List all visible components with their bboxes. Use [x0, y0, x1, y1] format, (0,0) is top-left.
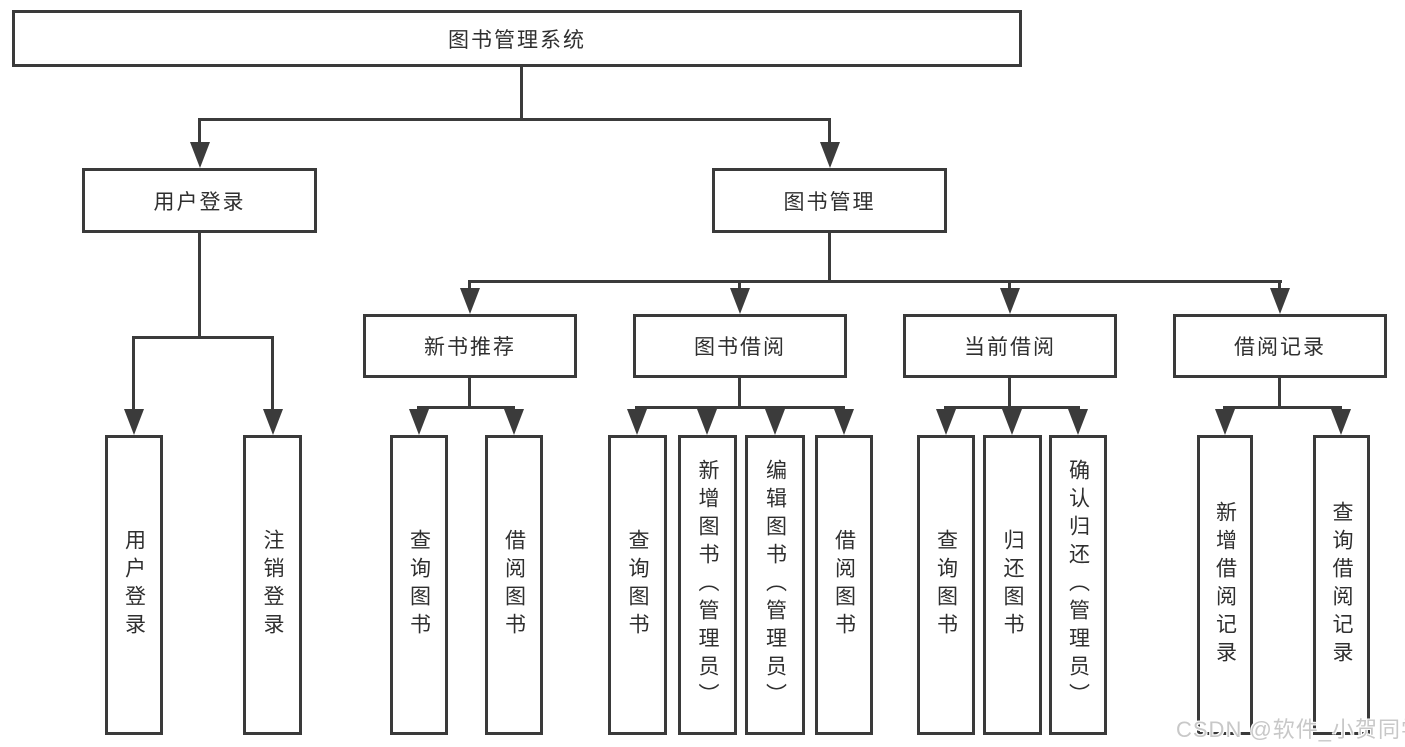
connector-stem: [1008, 280, 1011, 290]
leaf-add-books-admin: 新增图书（管理员）: [678, 435, 737, 735]
leaf-query-books-recommend: 查询图书: [390, 435, 448, 735]
leaf-query-books-current: 查询图书: [917, 435, 975, 735]
node-label: 确认归还（管理员）: [1066, 459, 1090, 711]
arrow-down-icon: [834, 409, 854, 435]
leaf-logout: 注销登录: [243, 435, 302, 735]
node-borrowing-records: 借阅记录: [1173, 314, 1387, 378]
arrow-down-icon: [627, 409, 647, 435]
node-label: 借阅记录: [1234, 336, 1326, 359]
node-label: 归还图书: [1001, 529, 1024, 641]
connector-stem: [828, 118, 831, 144]
connector-recommend-trunk: [468, 378, 471, 406]
node-label: 图书借阅: [694, 336, 786, 359]
arrow-down-icon: [504, 409, 524, 435]
arrow-down-icon: [124, 409, 144, 435]
connector-user-login-branch: [132, 336, 274, 339]
node-label: 新增借阅记录: [1213, 501, 1237, 669]
connector-level1-branch: [198, 118, 831, 121]
connector-book-mgmt-trunk: [828, 233, 831, 280]
node-label: 图书管理: [783, 190, 876, 214]
arrow-down-icon: [460, 288, 480, 314]
arrow-down-icon: [697, 409, 717, 435]
arrow-down-icon: [409, 409, 429, 435]
arrow-down-icon: [1002, 409, 1022, 435]
node-label: 查询图书: [626, 529, 649, 641]
node-label: 当前借阅: [964, 336, 1056, 359]
leaf-borrow-books-recommend: 借阅图书: [485, 435, 543, 735]
node-book-borrowing: 图书借阅: [633, 314, 847, 378]
node-label: 图书管理系统: [448, 28, 586, 52]
arrow-down-icon: [730, 288, 750, 314]
arrow-down-icon: [820, 142, 840, 168]
node-label: 用户登录: [122, 529, 146, 641]
leaf-edit-books-admin: 编辑图书（管理员）: [745, 435, 805, 735]
node-label: 查询图书: [407, 529, 431, 641]
node-label: 注销登录: [261, 529, 284, 641]
node-current-borrowing: 当前借阅: [903, 314, 1117, 378]
node-label: 编辑图书（管理员）: [763, 459, 787, 711]
connector-level2-branch: [468, 280, 1282, 283]
connector-borrowing-trunk: [738, 378, 741, 406]
node-label: 借阅图书: [832, 529, 856, 641]
connector-recommend-branch: [417, 406, 515, 409]
arrow-down-icon: [263, 409, 283, 435]
leaf-return-books: 归还图书: [983, 435, 1042, 735]
arrow-down-icon: [936, 409, 956, 435]
connector-records-trunk: [1278, 378, 1281, 406]
node-new-book-recommend: 新书推荐: [363, 314, 577, 378]
leaf-user-login: 用户登录: [105, 435, 163, 735]
node-label: 查询借阅记录: [1330, 501, 1353, 669]
arrow-down-icon: [190, 142, 210, 168]
csdn-watermark: CSDN @软件_小贺同学: [1176, 717, 1405, 742]
arrow-down-icon: [1000, 288, 1020, 314]
connector-stem: [198, 118, 201, 144]
node-book-management: 图书管理: [712, 168, 947, 233]
connector-current-trunk: [1008, 378, 1011, 406]
leaf-borrow-books-borrowing: 借阅图书: [815, 435, 873, 735]
connector-user-login-trunk: [198, 233, 201, 336]
arrow-down-icon: [1270, 288, 1290, 314]
connector-borrowing-branch: [635, 406, 845, 409]
node-user-login: 用户登录: [82, 168, 317, 233]
connector-root-trunk: [520, 67, 523, 118]
node-label: 借阅图书: [502, 529, 526, 641]
leaf-query-borrow-record: 查询借阅记录: [1313, 435, 1370, 735]
node-label: 新书推荐: [424, 336, 516, 359]
arrow-down-icon: [1215, 409, 1235, 435]
connector-stem: [468, 280, 471, 290]
node-library-system: 图书管理系统: [12, 10, 1022, 67]
leaf-query-books-borrowing: 查询图书: [608, 435, 667, 735]
leaf-add-borrow-record: 新增借阅记录: [1197, 435, 1253, 735]
connector-stem: [738, 280, 741, 290]
connector-stem: [132, 336, 135, 411]
arrow-down-icon: [1068, 409, 1088, 435]
arrow-down-icon: [1331, 409, 1351, 435]
node-label: 查询图书: [934, 529, 958, 641]
connector-records-branch: [1223, 406, 1342, 409]
connector-stem: [271, 336, 274, 411]
node-label: 用户登录: [153, 190, 246, 214]
arrow-down-icon: [765, 409, 785, 435]
connector-stem: [1278, 280, 1281, 290]
node-label: 新增图书（管理员）: [696, 459, 719, 711]
leaf-confirm-return-admin: 确认归还（管理员）: [1049, 435, 1107, 735]
